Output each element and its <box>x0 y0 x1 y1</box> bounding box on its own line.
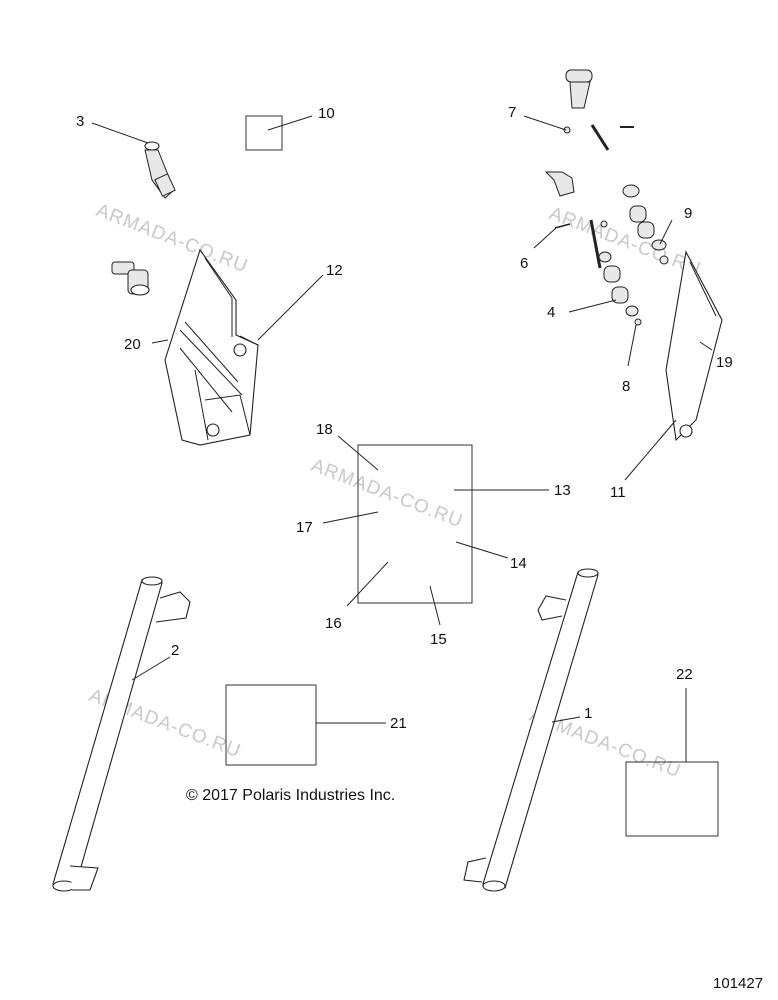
label-box-center <box>357 444 473 604</box>
label-box-22 <box>625 761 719 837</box>
callout-22: 22 <box>676 666 693 683</box>
document-number: 101427 <box>713 975 763 992</box>
callout-13: 13 <box>554 482 571 499</box>
callout-12: 12 <box>326 262 343 279</box>
left-side-bracket <box>164 248 259 446</box>
callout-19: 19 <box>716 354 733 371</box>
right-tube-part-1 <box>463 568 599 892</box>
latch-part-left <box>111 261 150 296</box>
callout-7: 7 <box>508 104 516 121</box>
callout-6: 6 <box>520 255 528 272</box>
callout-14: 14 <box>510 555 527 572</box>
callout-2: 2 <box>171 642 179 659</box>
callout-10: 10 <box>318 105 335 122</box>
callout-21: 21 <box>390 715 407 732</box>
latch-part-3 <box>144 141 176 199</box>
right-side-bracket <box>665 250 723 442</box>
copyright-notice: © 2017 Polaris Industries Inc. <box>186 787 395 804</box>
callout-4: 4 <box>547 304 555 321</box>
callout-3: 3 <box>76 113 84 130</box>
callouts: 3 10 12 20 7 6 9 4 8 19 11 18 13 17 14 1… <box>76 104 733 732</box>
leader-lines <box>91 115 713 762</box>
label-box-10 <box>245 115 283 151</box>
callout-1: 1 <box>584 705 592 722</box>
callout-8: 8 <box>622 378 630 395</box>
callout-16: 16 <box>325 615 342 632</box>
label-box-21 <box>225 684 317 766</box>
callout-11: 11 <box>610 484 626 501</box>
callout-15: 15 <box>430 631 447 648</box>
callout-20: 20 <box>124 336 141 353</box>
hardware-cluster <box>544 69 669 326</box>
watermark: ARMADA-CO.RU <box>546 203 704 280</box>
callout-9: 9 <box>684 205 692 222</box>
callout-17: 17 <box>296 519 313 536</box>
callout-18: 18 <box>316 421 333 438</box>
left-tube-part-2 <box>52 576 191 892</box>
